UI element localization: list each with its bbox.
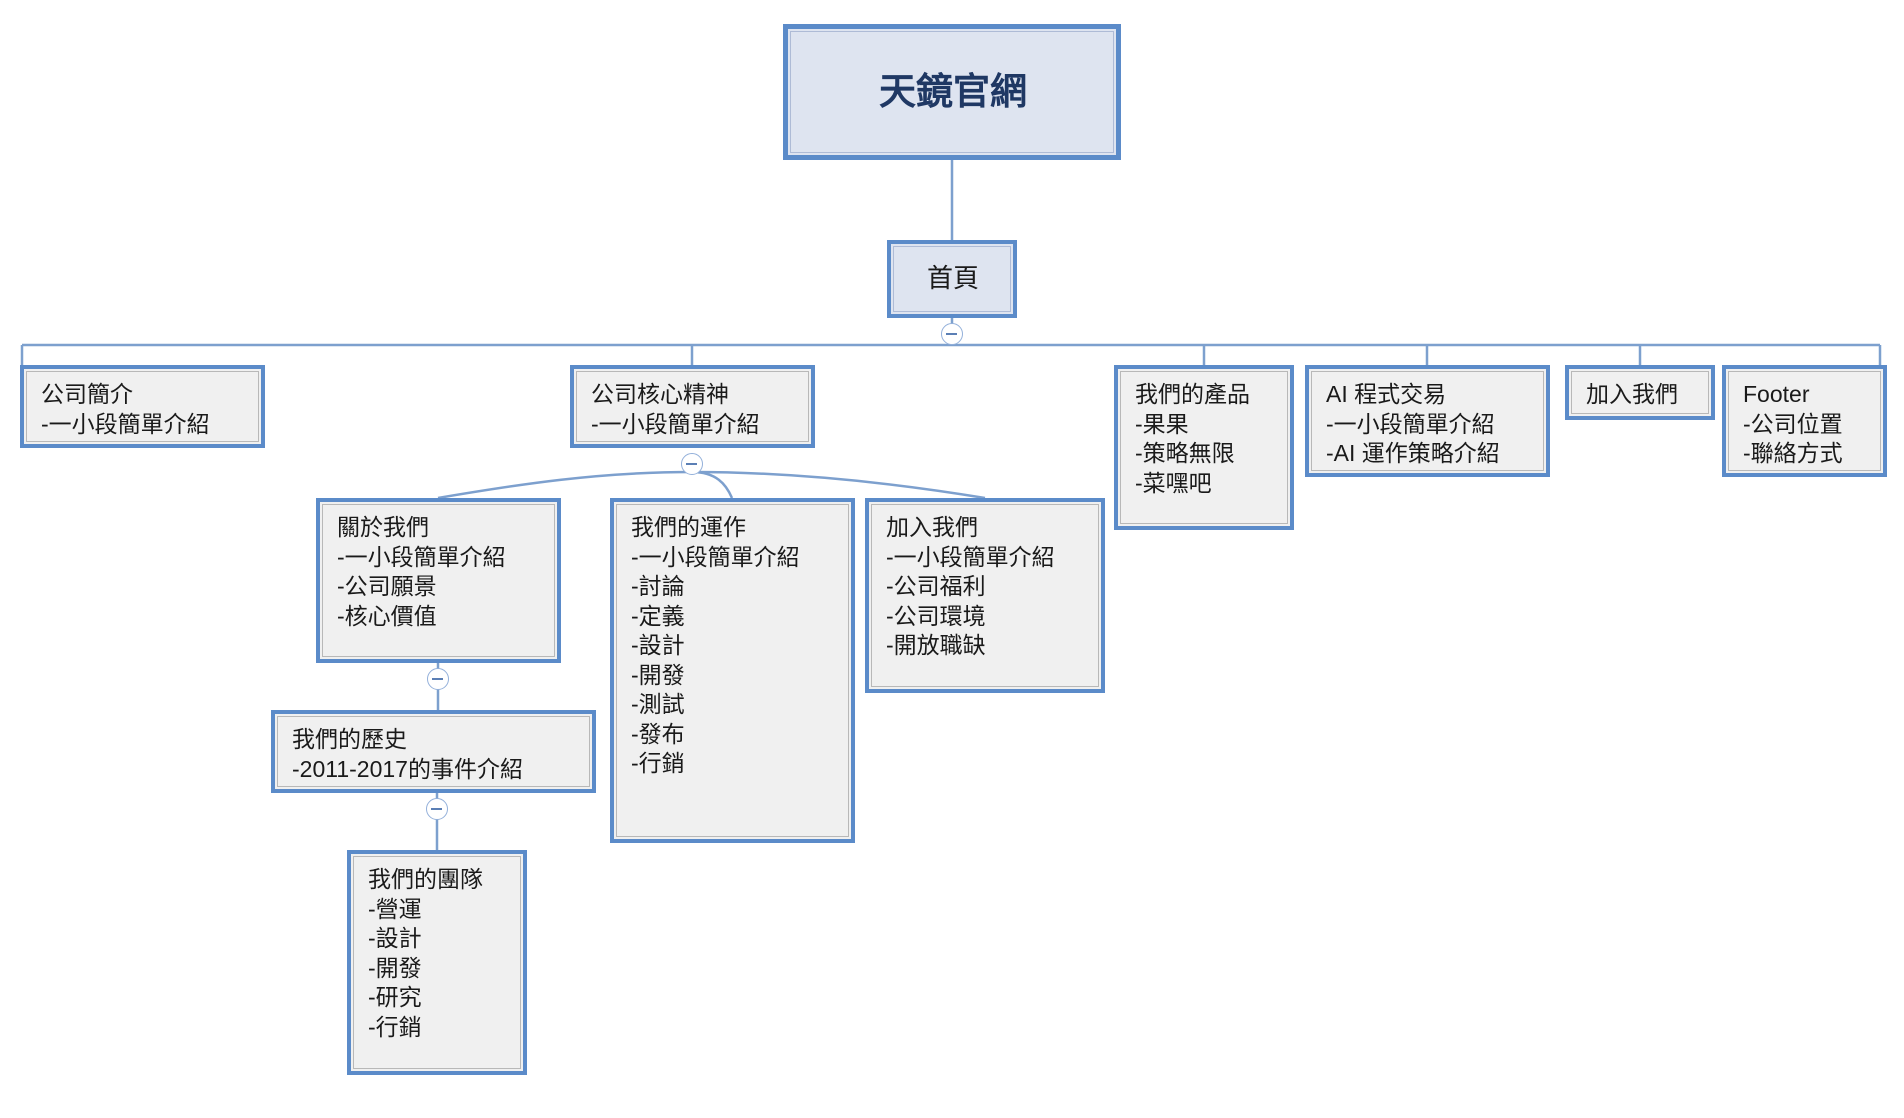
node-our-team-item-0: -營運	[368, 895, 422, 922]
node-our-products-item-1: -策略無限	[1135, 440, 1235, 466]
node-join-us-sub-title: 加入我們	[886, 514, 978, 540]
node-company-intro-body: 公司簡介 -一小段簡單介紹	[26, 371, 259, 442]
node-our-operation-title: 我們的運作	[631, 514, 746, 540]
edge-core-about-us	[437, 470, 693, 500]
node-core-spirit-title: 公司核心精神	[591, 381, 729, 407]
node-our-products[interactable]: 我們的產品 -果果 -策略無限 -菜嘿吧	[1114, 365, 1294, 530]
collapse-toggle-about-us[interactable]	[427, 668, 449, 690]
node-join-us-sub-item-3: -開放職缺	[886, 632, 986, 658]
node-our-products-item-2: -菜嘿吧	[1135, 469, 1212, 496]
edge-core-our-operation	[691, 470, 734, 499]
node-our-history-body: 我們的歷史 -2011-2017的事件介紹	[277, 716, 590, 787]
node-ai-trading[interactable]: AI 程式交易 -一小段簡單介紹 -AI 運作策略介紹	[1305, 365, 1550, 477]
node-our-team-item-4: -行銷	[368, 1013, 422, 1040]
node-join-us-sub-item-0: -一小段簡單介紹	[886, 543, 1055, 570]
node-join-us-top[interactable]: 加入我們	[1565, 365, 1715, 420]
node-company-intro[interactable]: 公司簡介 -一小段簡單介紹	[20, 365, 265, 448]
collapse-toggle-our-history[interactable]	[426, 798, 448, 820]
node-our-products-title: 我們的產品	[1135, 381, 1250, 407]
collapse-toggle-core-spirit[interactable]	[681, 453, 703, 475]
node-our-history[interactable]: 我們的歷史 -2011-2017的事件介紹	[271, 710, 596, 793]
node-join-us-sub-item-1: -公司福利	[886, 573, 986, 599]
node-our-operation-body: 我們的運作 -一小段簡單介紹 -討論 -定義 -設計 -開發 -測試 -發布 -…	[616, 504, 849, 837]
node-our-operation-item-0: -一小段簡單介紹	[631, 543, 800, 570]
node-our-products-body: 我們的產品 -果果 -策略無限 -菜嘿吧	[1120, 371, 1288, 524]
node-ai-trading-title: AI 程式交易	[1326, 381, 1447, 407]
node-footer-item-0: -公司位置	[1743, 410, 1843, 437]
node-our-products-item-0: -果果	[1135, 410, 1189, 437]
node-footer[interactable]: Footer -公司位置 -聯絡方式	[1722, 365, 1887, 477]
node-our-operation-item-1: -討論	[631, 573, 685, 599]
node-home-title: 首頁	[926, 263, 979, 294]
node-about-us-item-2: -核心價值	[337, 602, 437, 629]
node-footer-title: Footer	[1743, 381, 1810, 407]
node-our-operation-item-4: -開發	[631, 661, 685, 688]
node-ai-trading-body: AI 程式交易 -一小段簡單介紹 -AI 運作策略介紹	[1311, 371, 1544, 471]
node-our-team[interactable]: 我們的團隊 -營運 -設計 -開發 -研究 -行銷	[347, 850, 527, 1075]
node-our-team-body: 我們的團隊 -營運 -設計 -開發 -研究 -行銷	[353, 856, 521, 1069]
node-about-us-title: 關於我們	[337, 514, 429, 540]
node-our-operation-item-5: -測試	[631, 691, 685, 717]
node-our-operation-item-2: -定義	[631, 602, 685, 629]
node-ai-trading-item-1: -AI 運作策略介紹	[1326, 440, 1500, 466]
node-join-us-sub-body: 加入我們 -一小段簡單介紹 -公司福利 -公司環境 -開放職缺	[871, 504, 1099, 687]
node-our-operation-item-7: -行銷	[631, 750, 685, 776]
node-company-intro-title: 公司簡介	[41, 381, 133, 407]
node-root[interactable]: 天鏡官網	[783, 24, 1121, 160]
node-about-us-item-1: -公司願景	[337, 573, 437, 599]
node-our-history-item-0: -2011-2017的事件介紹	[292, 755, 523, 782]
node-our-team-title: 我們的團隊	[368, 866, 483, 892]
node-our-team-item-1: -設計	[368, 925, 422, 951]
node-join-us-top-body: 加入我們	[1571, 371, 1709, 414]
node-about-us-body: 關於我們 -一小段簡單介紹 -公司願景 -核心價值	[322, 504, 555, 657]
node-core-spirit-body: 公司核心精神 -一小段簡單介紹	[576, 371, 809, 442]
node-footer-item-1: -聯絡方式	[1743, 440, 1843, 466]
node-our-team-item-3: -研究	[368, 984, 422, 1010]
node-join-us-top-title: 加入我們	[1586, 381, 1678, 407]
node-root-title: 天鏡官網	[879, 71, 1027, 112]
node-company-intro-item-0: -一小段簡單介紹	[41, 410, 210, 437]
edge-core-join-us-sub	[691, 470, 986, 500]
node-our-team-item-2: -開發	[368, 954, 422, 981]
node-home[interactable]: 首頁	[887, 240, 1017, 318]
node-our-history-title: 我們的歷史	[292, 726, 407, 752]
node-join-us-sub[interactable]: 加入我們 -一小段簡單介紹 -公司福利 -公司環境 -開放職缺	[865, 498, 1105, 693]
node-core-spirit-item-0: -一小段簡單介紹	[591, 410, 760, 437]
node-ai-trading-item-0: -一小段簡單介紹	[1326, 410, 1495, 437]
node-core-spirit[interactable]: 公司核心精神 -一小段簡單介紹	[570, 365, 815, 448]
node-our-operation[interactable]: 我們的運作 -一小段簡單介紹 -討論 -定義 -設計 -開發 -測試 -發布 -…	[610, 498, 855, 843]
node-about-us-item-0: -一小段簡單介紹	[337, 543, 506, 570]
node-our-operation-item-6: -發布	[631, 720, 685, 747]
node-footer-body: Footer -公司位置 -聯絡方式	[1728, 371, 1881, 471]
node-root-body: 天鏡官網	[790, 31, 1114, 153]
node-home-body: 首頁	[893, 246, 1011, 312]
node-about-us[interactable]: 關於我們 -一小段簡單介紹 -公司願景 -核心價值	[316, 498, 561, 663]
node-our-operation-item-3: -設計	[631, 632, 685, 658]
node-join-us-sub-item-2: -公司環境	[886, 602, 986, 629]
collapse-toggle-home[interactable]	[941, 323, 963, 345]
